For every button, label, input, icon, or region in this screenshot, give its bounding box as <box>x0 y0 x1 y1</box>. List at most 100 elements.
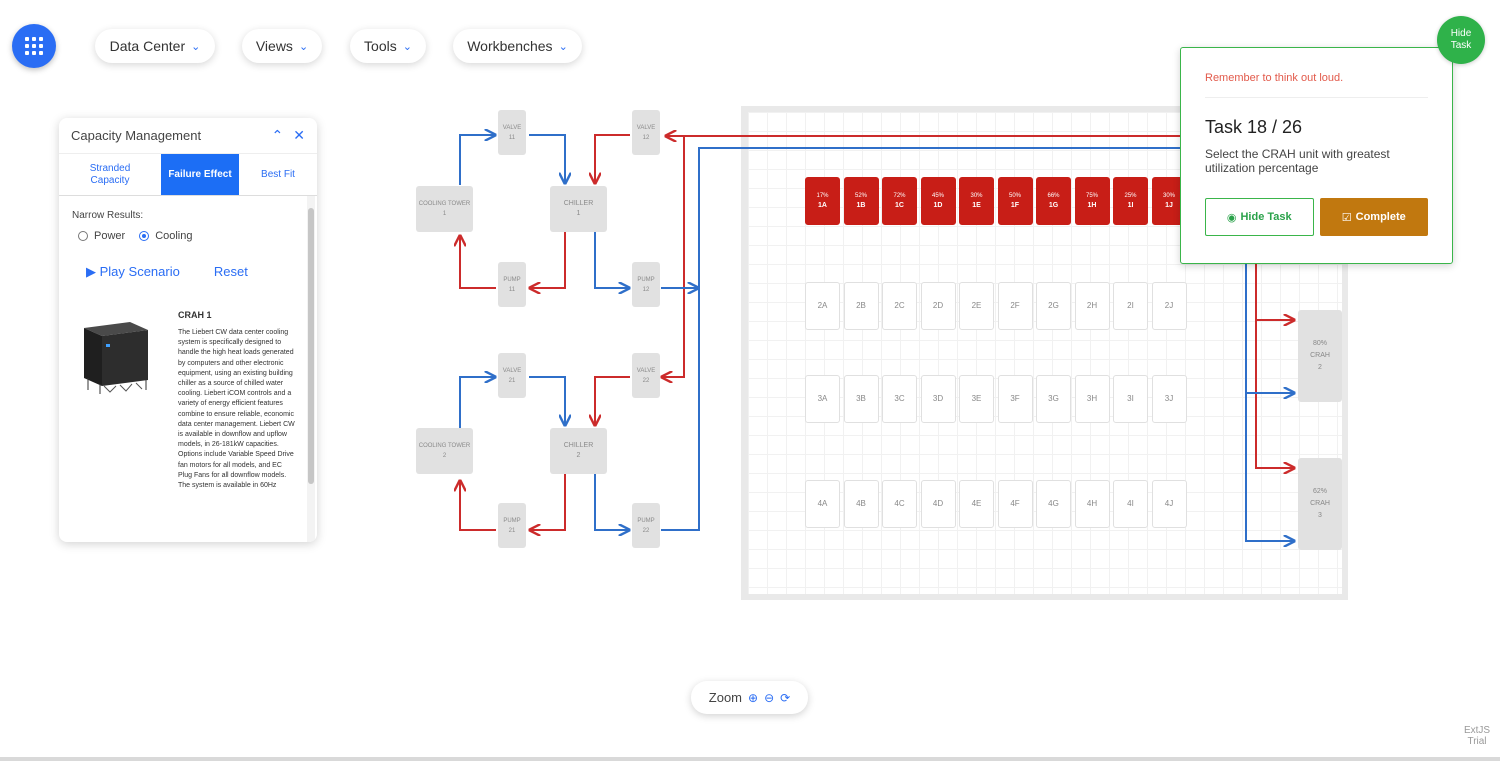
rack-4i[interactable]: 4I <box>1113 480 1148 528</box>
rack-4f[interactable]: 4F <box>997 480 1033 528</box>
valve-11[interactable]: VALVE 11 <box>498 110 526 155</box>
zoom-in-icon[interactable]: ⊕ <box>748 690 759 705</box>
rack-3a[interactable]: 3A <box>805 375 840 423</box>
nav-label: Views <box>255 38 293 54</box>
rack-pct: 30% <box>1162 193 1175 199</box>
hide-task-button[interactable]: ◉ Hide Task <box>1205 198 1314 236</box>
rack-2g[interactable]: 2G <box>1036 282 1071 330</box>
nav-data-center[interactable]: Data Center ⌄ <box>95 29 215 63</box>
chevron-down-icon: ⌄ <box>402 40 412 53</box>
tab-failure-effect[interactable]: Failure Effect <box>161 154 239 195</box>
zoom-reset-icon[interactable]: ⟳ <box>780 690 791 705</box>
crah-2[interactable]: 80% CRAH 2 <box>1298 310 1342 402</box>
node-name: VALVE <box>502 367 522 374</box>
task-instructions: Select the CRAH unit with greatest utili… <box>1205 147 1390 175</box>
rack-3g[interactable]: 3G <box>1036 375 1071 423</box>
rack-4j[interactable]: 4J <box>1151 480 1187 528</box>
rack-4d[interactable]: 4D <box>920 480 956 528</box>
crah-name: CRAH <box>1310 500 1330 507</box>
chiller-1[interactable]: CHILLER 1 <box>550 186 607 232</box>
rack-4a[interactable]: 4A <box>805 480 840 528</box>
power-radio-label: Power <box>94 230 126 242</box>
rack-2h[interactable]: 2H <box>1074 282 1110 330</box>
rack-1c[interactable]: 72%1C <box>882 177 917 225</box>
rack-4b[interactable]: 4B <box>843 480 879 528</box>
panel-scrollbar[interactable] <box>307 196 315 542</box>
cooling-tower-2[interactable]: COOLING TOWER 2 <box>416 428 473 474</box>
zoom-out-icon[interactable]: ⊖ <box>764 690 775 705</box>
rack-2e[interactable]: 2E <box>959 282 994 330</box>
rack-1e[interactable]: 30%1E <box>959 177 994 225</box>
rack-2i[interactable]: 2I <box>1113 282 1148 330</box>
pump-12[interactable]: PUMP 12 <box>632 262 660 307</box>
pipe-crah-supply <box>1245 262 1293 541</box>
rack-pct: 50% <box>1008 193 1021 199</box>
chevron-down-icon: ⌄ <box>558 40 568 53</box>
rack-1g[interactable]: 66%1G <box>1036 177 1071 225</box>
rack-3d[interactable]: 3D <box>920 375 956 423</box>
rack-2c[interactable]: 2C <box>882 282 917 330</box>
valve-21[interactable]: VALVE 21 <box>498 353 526 398</box>
cooling-tower-1[interactable]: COOLING TOWER 1 <box>416 186 473 232</box>
product-text: CRAH 1 The Liebert CW data center coolin… <box>178 310 296 491</box>
pump-11[interactable]: PUMP 11 <box>498 262 526 307</box>
rack-2a[interactable]: 2A <box>805 282 840 330</box>
rack-3f[interactable]: 3F <box>997 375 1033 423</box>
tab-stranded-capacity[interactable]: Stranded Capacity <box>89 162 131 186</box>
rack-3c[interactable]: 3C <box>882 375 917 423</box>
rack-3e[interactable]: 3E <box>959 375 994 423</box>
rack-3i[interactable]: 3I <box>1113 375 1148 423</box>
cooling-radio-label: Cooling <box>155 230 193 242</box>
node-number: 1 <box>442 211 447 217</box>
rack-4e[interactable]: 4E <box>959 480 994 528</box>
nav-workbenches[interactable]: Workbenches ⌄ <box>453 29 582 63</box>
chiller-2[interactable]: CHILLER 2 <box>550 428 607 474</box>
power-radio[interactable] <box>78 231 88 241</box>
tab-best-fit[interactable]: Best Fit <box>261 168 295 180</box>
rack-1i[interactable]: 25%1I <box>1113 177 1148 225</box>
rack-1a[interactable]: 17%1A <box>805 177 840 225</box>
scrollbar-thumb[interactable] <box>308 208 314 484</box>
pipe-return-main <box>663 136 685 377</box>
rack-2j[interactable]: 2J <box>1151 282 1187 330</box>
rack-3b[interactable]: 3B <box>843 375 879 423</box>
node-name: COOLING TOWER <box>418 201 471 207</box>
close-icon[interactable]: ✕ <box>293 127 305 143</box>
chevron-down-icon: ⌄ <box>298 40 309 53</box>
pump-21[interactable]: PUMP 21 <box>498 503 526 548</box>
valve-12[interactable]: VALVE 12 <box>632 110 660 155</box>
app-menu-button[interactable] <box>12 24 56 68</box>
rack-3j[interactable]: 3J <box>1151 375 1187 423</box>
watermark: ExtJS Trial <box>1455 725 1499 747</box>
pipe-supply <box>529 134 565 182</box>
rack-1h[interactable]: 75%1H <box>1074 177 1110 225</box>
play-scenario-button[interactable]: ▶ Play Scenario <box>86 264 180 280</box>
rack-1d[interactable]: 45%1D <box>920 177 956 225</box>
rack-4g[interactable]: 4G <box>1036 480 1071 528</box>
cooling-radio[interactable] <box>139 231 150 241</box>
nav-tools[interactable]: Tools ⌄ <box>350 29 426 63</box>
rack-1f[interactable]: 50%1F <box>997 177 1033 225</box>
pump-22[interactable]: PUMP 22 <box>632 503 660 548</box>
rack-1b[interactable]: 52%1B <box>843 177 879 225</box>
rack-4h[interactable]: 4H <box>1074 480 1110 528</box>
pipe-return <box>460 482 496 531</box>
rack-id: 1J <box>1165 202 1173 209</box>
rack-4c[interactable]: 4C <box>882 480 917 528</box>
node-number: 21 <box>508 377 516 384</box>
collapse-icon[interactable]: ⌃ <box>271 127 284 143</box>
pipe-return <box>595 376 630 424</box>
play-icon: ▶ <box>86 264 96 279</box>
hide-task-circle-button[interactable]: Hide Task <box>1437 16 1485 64</box>
valve-22[interactable]: VALVE 22 <box>632 353 660 398</box>
rack-3h[interactable]: 3H <box>1074 375 1110 423</box>
nav-views[interactable]: Views ⌄ <box>242 29 322 63</box>
complete-button[interactable]: ☑ Complete <box>1319 198 1428 236</box>
task-title: Task 18 / 26 <box>1205 117 1303 137</box>
play-scenario-label: Play Scenario <box>99 264 180 279</box>
rack-2d[interactable]: 2D <box>920 282 956 330</box>
rack-2f[interactable]: 2F <box>997 282 1033 330</box>
rack-2b[interactable]: 2B <box>843 282 879 330</box>
reset-button[interactable]: Reset <box>213 264 248 279</box>
crah-3[interactable]: 62% CRAH 3 <box>1298 458 1342 550</box>
